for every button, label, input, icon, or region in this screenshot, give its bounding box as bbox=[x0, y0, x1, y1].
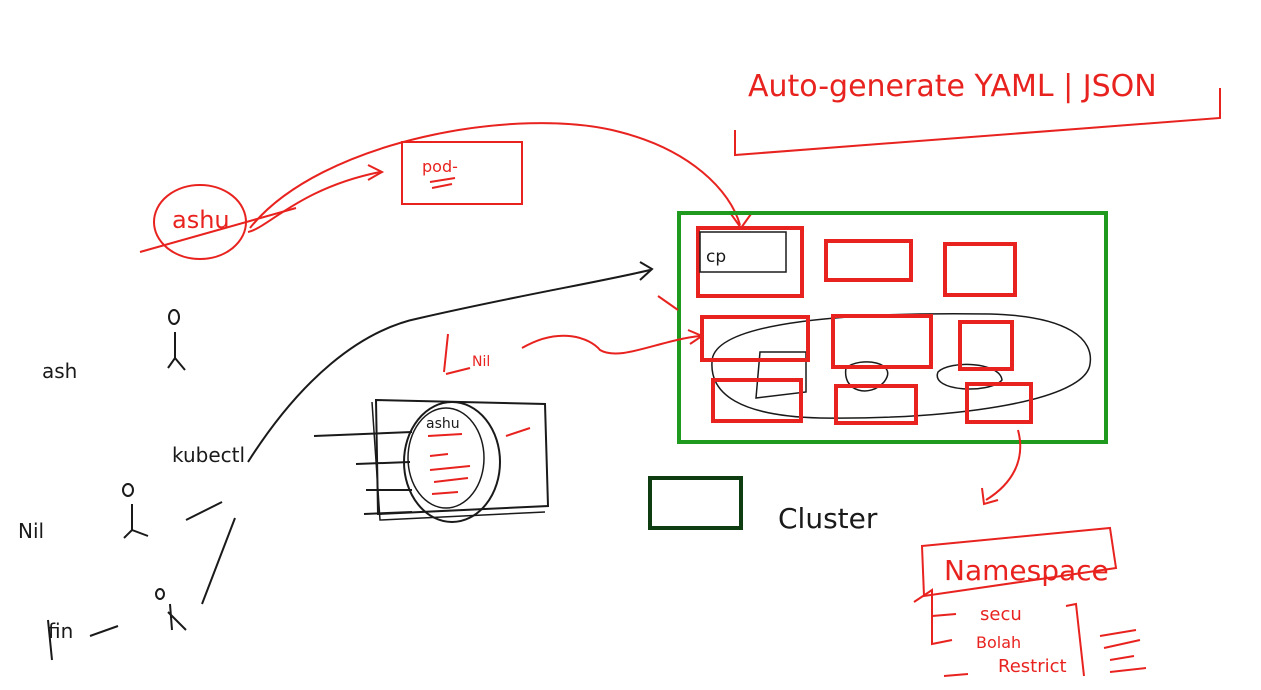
ashu-to-pod-arrow bbox=[247, 171, 381, 233]
nil-arrow-label: Nil bbox=[472, 354, 490, 370]
pod-scribble bbox=[429, 177, 456, 189]
user-ash-label: ash bbox=[42, 359, 77, 383]
ashu-to-cluster-arc bbox=[249, 122, 741, 229]
user-third-scribble bbox=[47, 619, 119, 661]
namespace-item-1: secu bbox=[980, 604, 1022, 625]
nil-to-pod-arrow bbox=[521, 334, 701, 355]
ashu-to-cluster-arrowhead bbox=[730, 213, 752, 230]
user-third-stick-figure-icon bbox=[155, 588, 187, 631]
namespace-item-2: Bolah bbox=[976, 633, 1021, 652]
pod-box bbox=[401, 141, 523, 205]
middle-sketch-inner-box bbox=[371, 401, 546, 521]
pod-box-2 bbox=[824, 239, 913, 282]
pod-box-3 bbox=[943, 242, 1017, 297]
namespace-items-bracket bbox=[1065, 602, 1085, 677]
user-third-label: fin bbox=[48, 619, 73, 643]
pod-box-label: pod- bbox=[422, 157, 458, 176]
middle-sketch-input-lines bbox=[313, 431, 413, 515]
user-nil-stick-figure-icon bbox=[122, 483, 149, 539]
middle-sketch-box bbox=[374, 398, 550, 516]
nil-arrow-icon bbox=[443, 333, 471, 375]
namespace-box bbox=[920, 526, 1118, 598]
kubectl-to-cluster-arrow bbox=[247, 269, 651, 463]
cluster-side-tick bbox=[657, 295, 679, 311]
legend-cluster-label: Cluster bbox=[778, 502, 878, 535]
middle-sketch-label: ashu bbox=[426, 416, 460, 432]
legend-cluster-box bbox=[648, 476, 743, 530]
pod-box-5 bbox=[831, 314, 933, 369]
pod-box-7 bbox=[711, 378, 803, 423]
namespace-branch-lines bbox=[913, 588, 969, 677]
title-bracket bbox=[734, 88, 1221, 157]
user-ash-stick-figure-icon bbox=[167, 309, 186, 371]
pod-box-1 bbox=[696, 226, 804, 298]
user-nil-label: Nil bbox=[18, 519, 44, 543]
ashu-to-pod-arrowhead bbox=[367, 164, 385, 181]
title-text: Auto-generate YAML | JSON bbox=[748, 69, 1157, 104]
kubectl-label: kubectl bbox=[172, 443, 245, 467]
cluster-to-namespace-arrowhead bbox=[981, 487, 999, 506]
pod-box-9 bbox=[965, 382, 1033, 424]
nil-to-pod-arrowhead bbox=[687, 329, 705, 345]
cluster-to-namespace-arrow bbox=[985, 429, 1022, 501]
cluster-box bbox=[677, 211, 1108, 444]
pod-box-4 bbox=[700, 315, 810, 362]
middle-sketch-red-marks bbox=[427, 427, 531, 495]
kubectl-to-cluster-arrowhead bbox=[639, 261, 654, 281]
third-to-kubectl-line bbox=[201, 517, 236, 605]
namespace-title: Namespace bbox=[944, 554, 1109, 587]
ashu-strike bbox=[139, 207, 297, 253]
pod-box-6 bbox=[958, 320, 1014, 371]
middle-sketch-circle-inner bbox=[407, 407, 485, 509]
pod-box-8 bbox=[834, 384, 918, 425]
nil-to-kubectl-line bbox=[185, 501, 223, 521]
namespace-extra-arrows bbox=[1099, 629, 1147, 673]
namespace-ellipse bbox=[711, 312, 1092, 419]
namespace-item-3: Restrict bbox=[998, 656, 1067, 677]
pod-box-1-label: cp bbox=[706, 247, 726, 267]
pod-box-1-inner bbox=[699, 231, 787, 273]
